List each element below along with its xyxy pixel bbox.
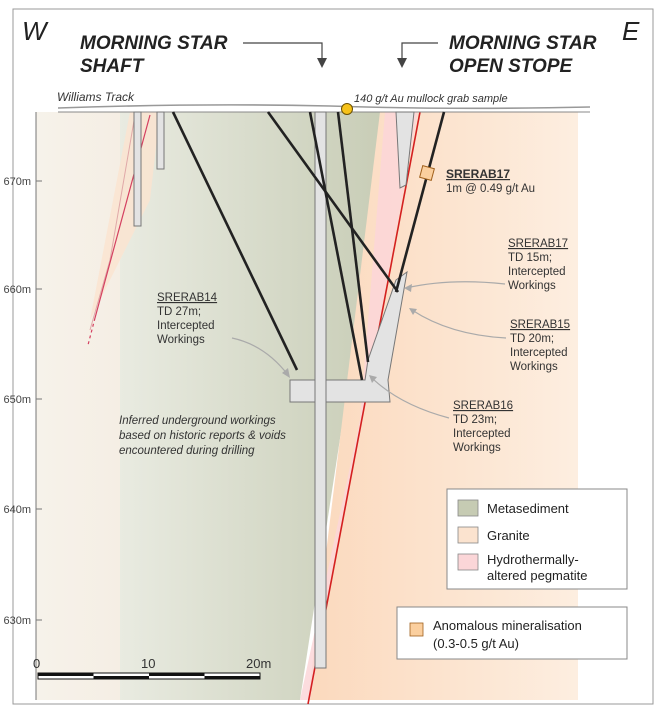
legend-label-mineralisation-line2: (0.3-0.5 g/t Au) — [433, 636, 519, 651]
pegmatite-zone — [300, 112, 418, 700]
scale-bar-seg2 — [93, 676, 149, 679]
mineralisation-legend — [396, 606, 628, 660]
workings-note-line1: Inferred underground workings — [119, 415, 276, 427]
scale-label-20m: 20m — [246, 656, 271, 671]
tick-label-630: 630m — [3, 615, 31, 627]
tick-label-650: 650m — [3, 394, 31, 406]
srerab16-leader — [371, 377, 450, 419]
legend-swatch-pegmatite — [457, 553, 479, 571]
srerab15-line3: Workings — [510, 361, 558, 373]
legend-label-metasediment: Metasediment — [487, 501, 569, 516]
srerab16-line3: Workings — [453, 442, 501, 454]
legend-label-granite: Granite — [487, 528, 530, 543]
contact-line-west — [89, 114, 136, 331]
shaft-heading-line2: SHAFT — [80, 56, 145, 77]
williams-track-label: Williams Track — [57, 90, 135, 104]
srerab17-name: SRERAB17 — [508, 238, 568, 250]
drillhole-srerab17 — [266, 111, 400, 293]
drillhole-srerab14 — [171, 111, 299, 371]
scale-bar-seg4 — [204, 676, 260, 679]
fault-line-west-inferred — [87, 317, 96, 346]
stope-workings — [289, 270, 408, 403]
stope-arrow — [401, 42, 438, 62]
scale-bar — [37, 672, 261, 680]
scale-bar-seg3 — [149, 673, 205, 676]
east-label: E — [622, 16, 640, 46]
legend-label-pegmatite-line2: altered pegmatite — [487, 568, 587, 583]
legend-label-pegmatite-line1: Hydrothermally- — [487, 552, 579, 567]
workings-note-line3: encountered during drilling — [119, 445, 255, 457]
srerab15-line1: TD 20m; — [510, 333, 554, 345]
srerab17-top-grade: 1m @ 0.49 g/t Au — [446, 183, 535, 195]
srerab17-line2: Intercepted — [508, 266, 566, 278]
stope-arrow-head — [397, 58, 407, 68]
srerab15-leader-head — [409, 308, 417, 315]
stope-heading-line1: MORNING STAR — [449, 33, 597, 54]
drillhole-srerab16 — [308, 111, 364, 381]
srerab14-line2: Intercepted — [157, 320, 215, 332]
tick-label-640: 640m — [3, 504, 31, 516]
drillhole-srerab17-east — [394, 111, 446, 293]
legend-label-mineralisation-line1: Anomalous mineralisation — [433, 618, 582, 633]
srerab14-leader — [231, 337, 289, 376]
shaft-arrow-head — [317, 58, 327, 68]
tick-label-660: 660m — [3, 284, 31, 296]
srerab17-top-name: SRERAB17 — [446, 167, 510, 181]
srerab17-line3: Workings — [508, 280, 556, 292]
workings-note-line2: based on historic reports & voids — [119, 430, 286, 442]
grab-sample-label: 140 g/t Au mullock grab sample — [354, 93, 508, 105]
stope-heading-line2: OPEN STOPE — [449, 56, 574, 77]
srerab15-leader — [411, 309, 507, 339]
srerab16-name: SRERAB16 — [453, 400, 513, 412]
fault-line — [307, 111, 421, 705]
shaft-heading-line1: MORNING STAR — [80, 33, 228, 54]
srerab15-name: SRERAB15 — [510, 319, 570, 331]
srerab17-leader-head — [404, 284, 412, 292]
scale-label-10: 10 — [141, 656, 155, 671]
srerab17-line1: TD 15m; — [508, 252, 552, 264]
tick-label-670: 670m — [3, 176, 31, 188]
open-stope — [395, 111, 415, 189]
scale-bar-seg1 — [38, 673, 94, 676]
srerab14-line3: Workings — [157, 334, 205, 346]
west-label: W — [22, 16, 49, 46]
srerab14-name: SRERAB14 — [157, 292, 218, 304]
elevation-ticks — [36, 180, 42, 621]
mineralisation-intercept — [419, 165, 435, 181]
srerab16-line1: TD 23m; — [453, 414, 497, 426]
old-shaft-2 — [156, 111, 165, 170]
morning-star-shaft — [314, 111, 327, 669]
legend-swatch-mineralisation — [409, 622, 424, 637]
old-shaft-1 — [133, 111, 142, 227]
srerab14-leader-head — [282, 368, 290, 378]
scale-label-0: 0 — [33, 656, 40, 671]
grab-sample-marker — [341, 103, 353, 115]
legend-swatch-granite — [457, 526, 479, 544]
ground-surface — [57, 104, 591, 110]
legend-swatch-metasediment — [457, 499, 479, 517]
srerab16-line2: Intercepted — [453, 428, 511, 440]
srerab16-leader-head — [369, 375, 377, 383]
srerab17-leader — [405, 281, 506, 289]
srerab15-line2: Intercepted — [510, 347, 568, 359]
shaft-arrow — [243, 42, 323, 62]
drillhole-srerab15 — [336, 111, 370, 363]
srerab14-line1: TD 27m; — [157, 306, 201, 318]
